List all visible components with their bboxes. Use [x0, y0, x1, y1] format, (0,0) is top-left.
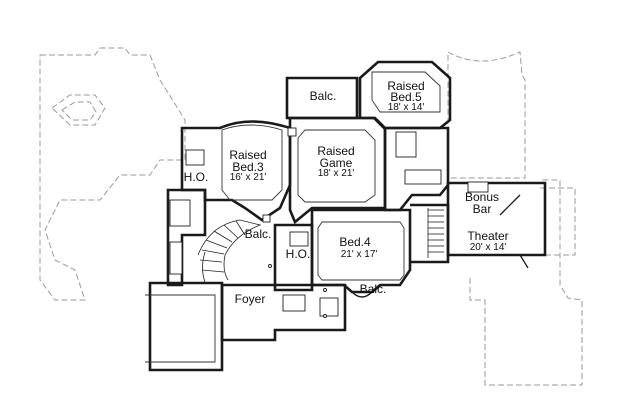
theater-dim: 20' x 14' [470, 242, 507, 253]
balc-top-label: Balc. [310, 89, 337, 103]
straight-stair [427, 208, 444, 258]
bonus-name-2: Bar [473, 202, 492, 216]
lower-level-outline [39, 47, 583, 386]
stair-treads [199, 220, 246, 273]
balc-mid-label: Balc. [245, 227, 272, 241]
bed3-name-1: Raised [229, 148, 266, 162]
ho1-label: H.O. [184, 170, 209, 184]
bed5-name-1: Raised [387, 79, 424, 93]
railing [268, 264, 327, 318]
game-dim: 18' x 21' [318, 168, 355, 179]
bed3-name-2: Bed.3 [232, 160, 264, 174]
foyer-label: Foyer [235, 292, 266, 306]
ho2-label: H.O. [286, 247, 311, 261]
upper-floor-walls [148, 60, 547, 372]
bonus-name-1: Bonus [465, 190, 499, 204]
balc-bed4-label: Balc. [360, 282, 387, 296]
game-name-2: Game [320, 156, 353, 170]
theater-name: Theater [467, 229, 508, 243]
game-name-1: Raised [317, 144, 354, 158]
bed3-dim: 16' x 21' [230, 172, 267, 183]
room-labels: Raised Bed.5 18' x 14' Balc. Raised Bed.… [184, 79, 509, 306]
bed4-name: Bed.4 [339, 235, 371, 249]
bed5-dim: 18' x 14' [388, 102, 425, 113]
bed5-name-2: Bed.5 [390, 90, 422, 104]
bed4-dim: 21' x 17' [341, 249, 378, 260]
interior-details [145, 71, 529, 363]
